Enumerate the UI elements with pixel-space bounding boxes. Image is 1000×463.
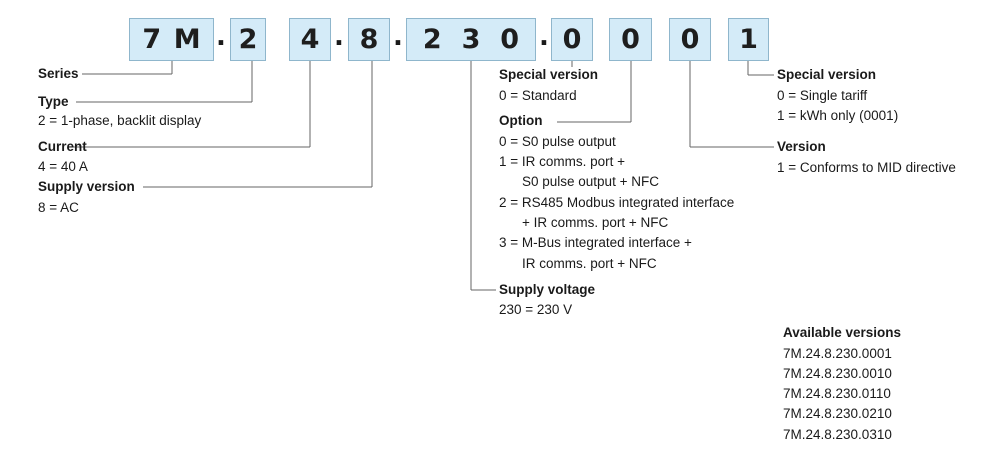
version-desc: 1 = Conforms to MID directive (777, 160, 956, 175)
code-char: 1 (739, 24, 758, 55)
available-version-item: 7M.24.8.230.0110 (783, 386, 891, 401)
version-title: Version (777, 139, 826, 154)
special-version-desc: 0 = Standard (499, 88, 577, 103)
type-desc: 2 = 1-phase, backlit display (38, 113, 202, 128)
code-char: 0 (500, 24, 520, 55)
type-title: Type (38, 94, 69, 109)
code-char: 0 (621, 24, 640, 55)
option-line: 2 = RS485 Modbus integrated interface (499, 195, 735, 210)
code-char: 0 (562, 24, 582, 55)
code-char: 2 (238, 24, 258, 55)
code-box-current: 4 (289, 18, 331, 61)
supply-voltage-title: Supply voltage (499, 282, 596, 297)
special-tariff-line: 0 = Single tariff (777, 88, 868, 103)
available-versions-title: Available versions (783, 325, 902, 340)
supply-version-desc: 8 = AC (38, 200, 79, 215)
code-separator: . (393, 22, 403, 52)
special-tariff-line: 1 = kWh only (0001) (777, 108, 899, 123)
available-version-item: 7M.24.8.230.0010 (783, 366, 892, 381)
supply-version-title: Supply version (38, 179, 135, 194)
code-separator: . (216, 22, 226, 52)
code-box-special-version: 0 (551, 18, 593, 61)
option-line: S0 pulse output + NFC (522, 174, 659, 189)
option-line: + IR comms. port + NFC (522, 215, 669, 230)
option-line: 3 = M-Bus integrated interface + (499, 235, 692, 250)
special-tariff-title: Special version (777, 67, 877, 82)
option-line: IR comms. port + NFC (522, 256, 657, 271)
code-char: 4 (300, 24, 320, 55)
code-box-option: 0 (609, 18, 652, 61)
code-char: 2 (422, 24, 442, 55)
code-box-version: 0 (669, 18, 711, 61)
code-box-supply-version: 8 (348, 18, 390, 61)
code-char: 8 (359, 24, 379, 55)
code-separator: . (539, 22, 549, 52)
code-char: 7 (142, 24, 162, 55)
code-char: 3 (461, 24, 481, 55)
available-version-item: 7M.24.8.230.0310 (783, 427, 892, 442)
current-desc: 4 = 40 A (38, 159, 88, 174)
special-version-title: Special version (499, 67, 599, 82)
current-title: Current (38, 139, 87, 154)
option-line: 1 = IR comms. port + (499, 154, 626, 169)
available-version-item: 7M.24.8.230.0210 (783, 406, 892, 421)
code-char: 0 (680, 24, 700, 55)
code-box-type: 2 (230, 18, 266, 61)
code-box-special-tariff: 1 (728, 18, 769, 61)
series-title: Series (38, 66, 79, 81)
available-version-item: 7M.24.8.230.0001 (783, 346, 892, 361)
code-separator: . (334, 22, 344, 52)
code-char: M (173, 24, 201, 55)
option-line: 0 = S0 pulse output (499, 134, 616, 149)
supply-voltage-desc: 230 = 230 V (499, 302, 573, 317)
option-title: Option (499, 113, 543, 128)
